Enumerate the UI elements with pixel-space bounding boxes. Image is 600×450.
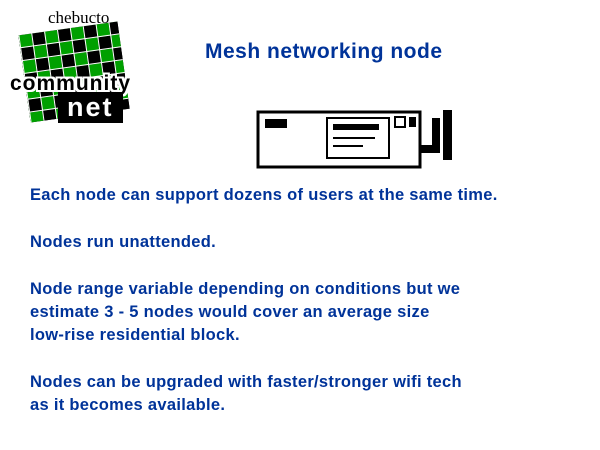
logo-text-chebucto: chebucto [48,8,110,27]
body-paragraph-2: Nodes run unattended. [30,233,216,251]
router-icon [256,110,452,169]
slide-body: Each node can support dozens of users at… [30,184,592,441]
body-paragraph-3: Node range variable depending on conditi… [30,280,461,344]
logo-text-community: community [10,72,132,95]
logo-text-net: net [58,92,123,123]
chebucto-community-net-logo: chebucto community net [8,6,168,126]
router-illustration [255,102,455,172]
body-paragraph-4: Nodes can be upgraded with faster/strong… [30,373,462,414]
body-paragraph-1: Each node can support dozens of users at… [30,186,498,204]
slide-title: Mesh networking node [205,40,443,63]
